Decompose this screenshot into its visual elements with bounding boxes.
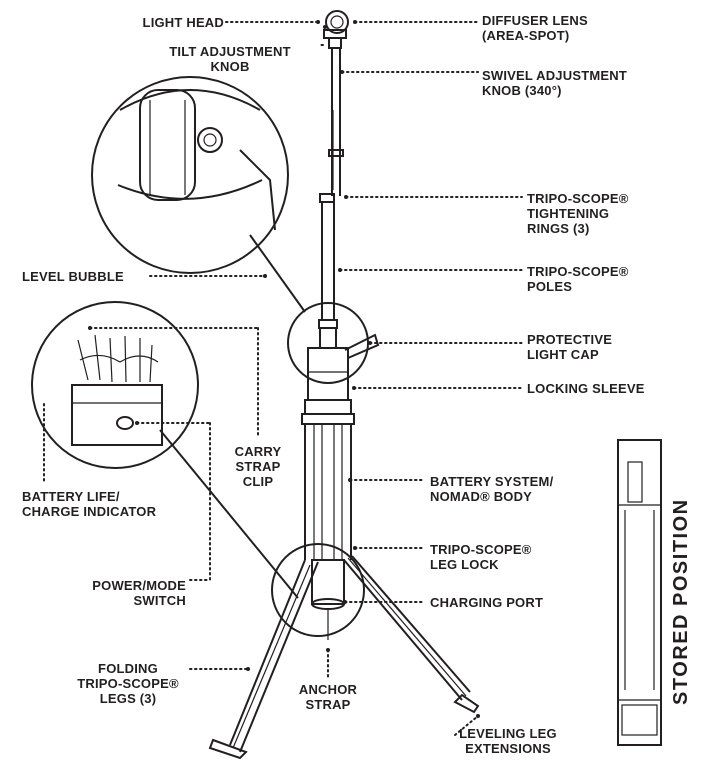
label-carry-strap-clip: CARRY STRAP CLIP (234, 444, 282, 489)
label-power-switch: POWER/MODE SWITCH (92, 578, 186, 608)
label-folding-legs: FOLDING TRIPO-SCOPE® LEGS (3) (77, 661, 179, 706)
label-protective-cap: PROTECTIVE LIGHT CAP (527, 332, 613, 362)
label-leg-lock: TRIPO-SCOPE® LEG LOCK (430, 542, 532, 572)
label-charging-port: CHARGING PORT (430, 595, 544, 610)
label-stored-position: STORED POSITION (670, 498, 692, 705)
body-drawing (301, 347, 355, 640)
label-anchor-strap: ANCHOR STRAP (298, 682, 358, 712)
label-locking-sleeve: LOCKING SLEEVE (527, 381, 645, 396)
lower-detail-circle (271, 543, 365, 637)
label-diffuser-lens: DIFFUSER LENS (AREA-SPOT) (482, 13, 588, 43)
label-light-head: LIGHT HEAD (142, 15, 224, 30)
label-tilt-knob: TILT ADJUSTMENT KNOB (169, 44, 291, 74)
protective-cap-handle (344, 333, 380, 359)
pole-drawing (318, 48, 344, 349)
level-bubble-detail (91, 76, 306, 313)
stored-position-drawing (617, 439, 662, 746)
label-swivel-knob: SWIVEL ADJUSTMENT KNOB (340°) (482, 68, 627, 98)
leader-lines (43, 20, 523, 736)
label-tightening-rings: TRIPO-SCOPE® TIGHTENING RINGS (3) (527, 191, 629, 236)
label-level-bubble: LEVEL BUBBLE (22, 269, 124, 284)
label-leveling-legs: LEVELING LEG EXTENSIONS (459, 726, 557, 756)
battery-detail (31, 301, 299, 599)
light-head-drawing (323, 10, 349, 49)
cap-detail-circle (287, 302, 369, 384)
label-poles: TRIPO-SCOPE® POLES (527, 264, 629, 294)
label-battery-system: BATTERY SYSTEM/ NOMAD® BODY (430, 474, 554, 504)
label-battery-life: BATTERY LIFE/ CHARGE INDICATOR (22, 489, 157, 519)
